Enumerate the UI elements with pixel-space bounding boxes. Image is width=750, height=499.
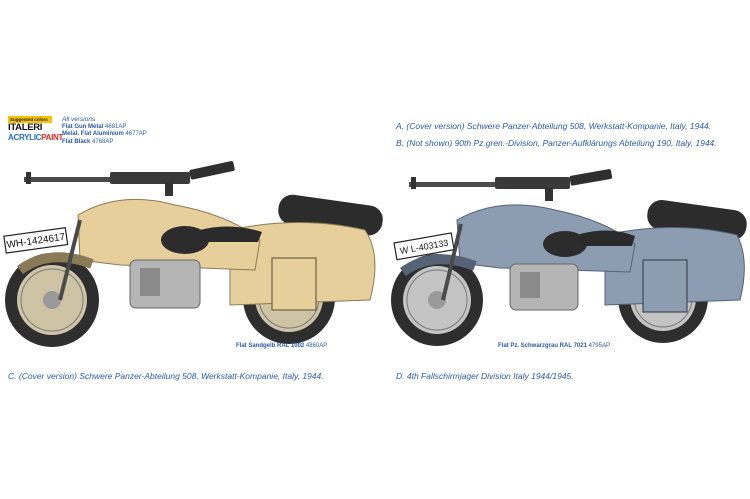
motorcycle-schwarzgrau-illustration: W L-403133 <box>391 169 747 346</box>
paint-code: 4768AP <box>92 138 114 145</box>
cylinder <box>140 268 160 296</box>
version-c-caption: C. (Cover version) Schwere Panzer-Abteil… <box>8 371 324 381</box>
paint-code: 4681AP <box>105 123 127 130</box>
motorcycle-sandgelb-illustration: WH-1424617 <box>3 161 383 347</box>
suggested-colors-header: Suggested colors <box>8 116 52 123</box>
front-fender <box>17 252 94 275</box>
version-d-caption: D. 4th Fallschirmjager Division Italy 19… <box>396 371 574 381</box>
legend-row: Metal. Flat Aluminium 4677AP <box>62 131 147 139</box>
brand-sub-1: ACRYLIC <box>8 133 42 142</box>
suggested-colors-logo: Suggested colors ITALERI ACRYLICPAINT <box>8 116 63 154</box>
right-paint-note: Flat Pz. Schwarzgrau RAL 7021 4795AP <box>498 343 610 349</box>
seat <box>580 230 635 246</box>
version-b-caption: B. (Not shown) 90th Pz.gren.-Division, P… <box>396 138 717 148</box>
paint-legend: All versions Flat Gun Metal 4681AP Metal… <box>62 116 147 146</box>
brand-name: ITALERI <box>8 122 43 133</box>
jerrycan <box>642 259 688 313</box>
brand-sub: ACRYLICPAINT <box>8 133 63 142</box>
paint-code: 4860AP <box>305 343 328 349</box>
machine-gun <box>24 161 235 196</box>
jerrycan <box>271 257 317 311</box>
license-plate: W L-403133 <box>393 232 455 261</box>
paint-name: Flat Black <box>62 138 91 145</box>
paint-code: 4795AP <box>588 343 610 349</box>
front-fender <box>400 254 477 277</box>
legend-row: Flat Black 4768AP <box>62 139 147 147</box>
legend-row: Flat Gun Metal 4681AP <box>62 124 147 132</box>
front-wheel <box>391 254 483 346</box>
machine-gun <box>409 169 613 201</box>
tank-emblem <box>161 226 209 254</box>
front-wheel <box>5 253 99 347</box>
all-versions-label: All versions <box>62 116 96 123</box>
paint-name: Metal. Flat Aluminium <box>62 131 124 137</box>
tank-emblem <box>543 231 587 257</box>
left-paint-note: Flat Sandgelb RAL 1002 4860AP <box>236 343 327 349</box>
cylinder <box>520 272 540 298</box>
front-fork <box>58 219 82 301</box>
version-a-caption: A. (Cover version) Schwere Panzer-Abteil… <box>396 121 712 131</box>
paint-name: Flat Gun Metal <box>62 123 104 130</box>
paint-name: Flat Pz. Schwarzgrau RAL 7021 <box>498 343 587 349</box>
front-fork <box>441 223 463 301</box>
seat <box>200 226 262 242</box>
license-plate: WH-1424617 <box>3 226 69 254</box>
paint-code: 4677AP <box>125 131 147 137</box>
paint-name: Flat Sandgelb RAL 1002 <box>236 343 305 349</box>
brand-sub-2: PAINT <box>41 133 64 142</box>
